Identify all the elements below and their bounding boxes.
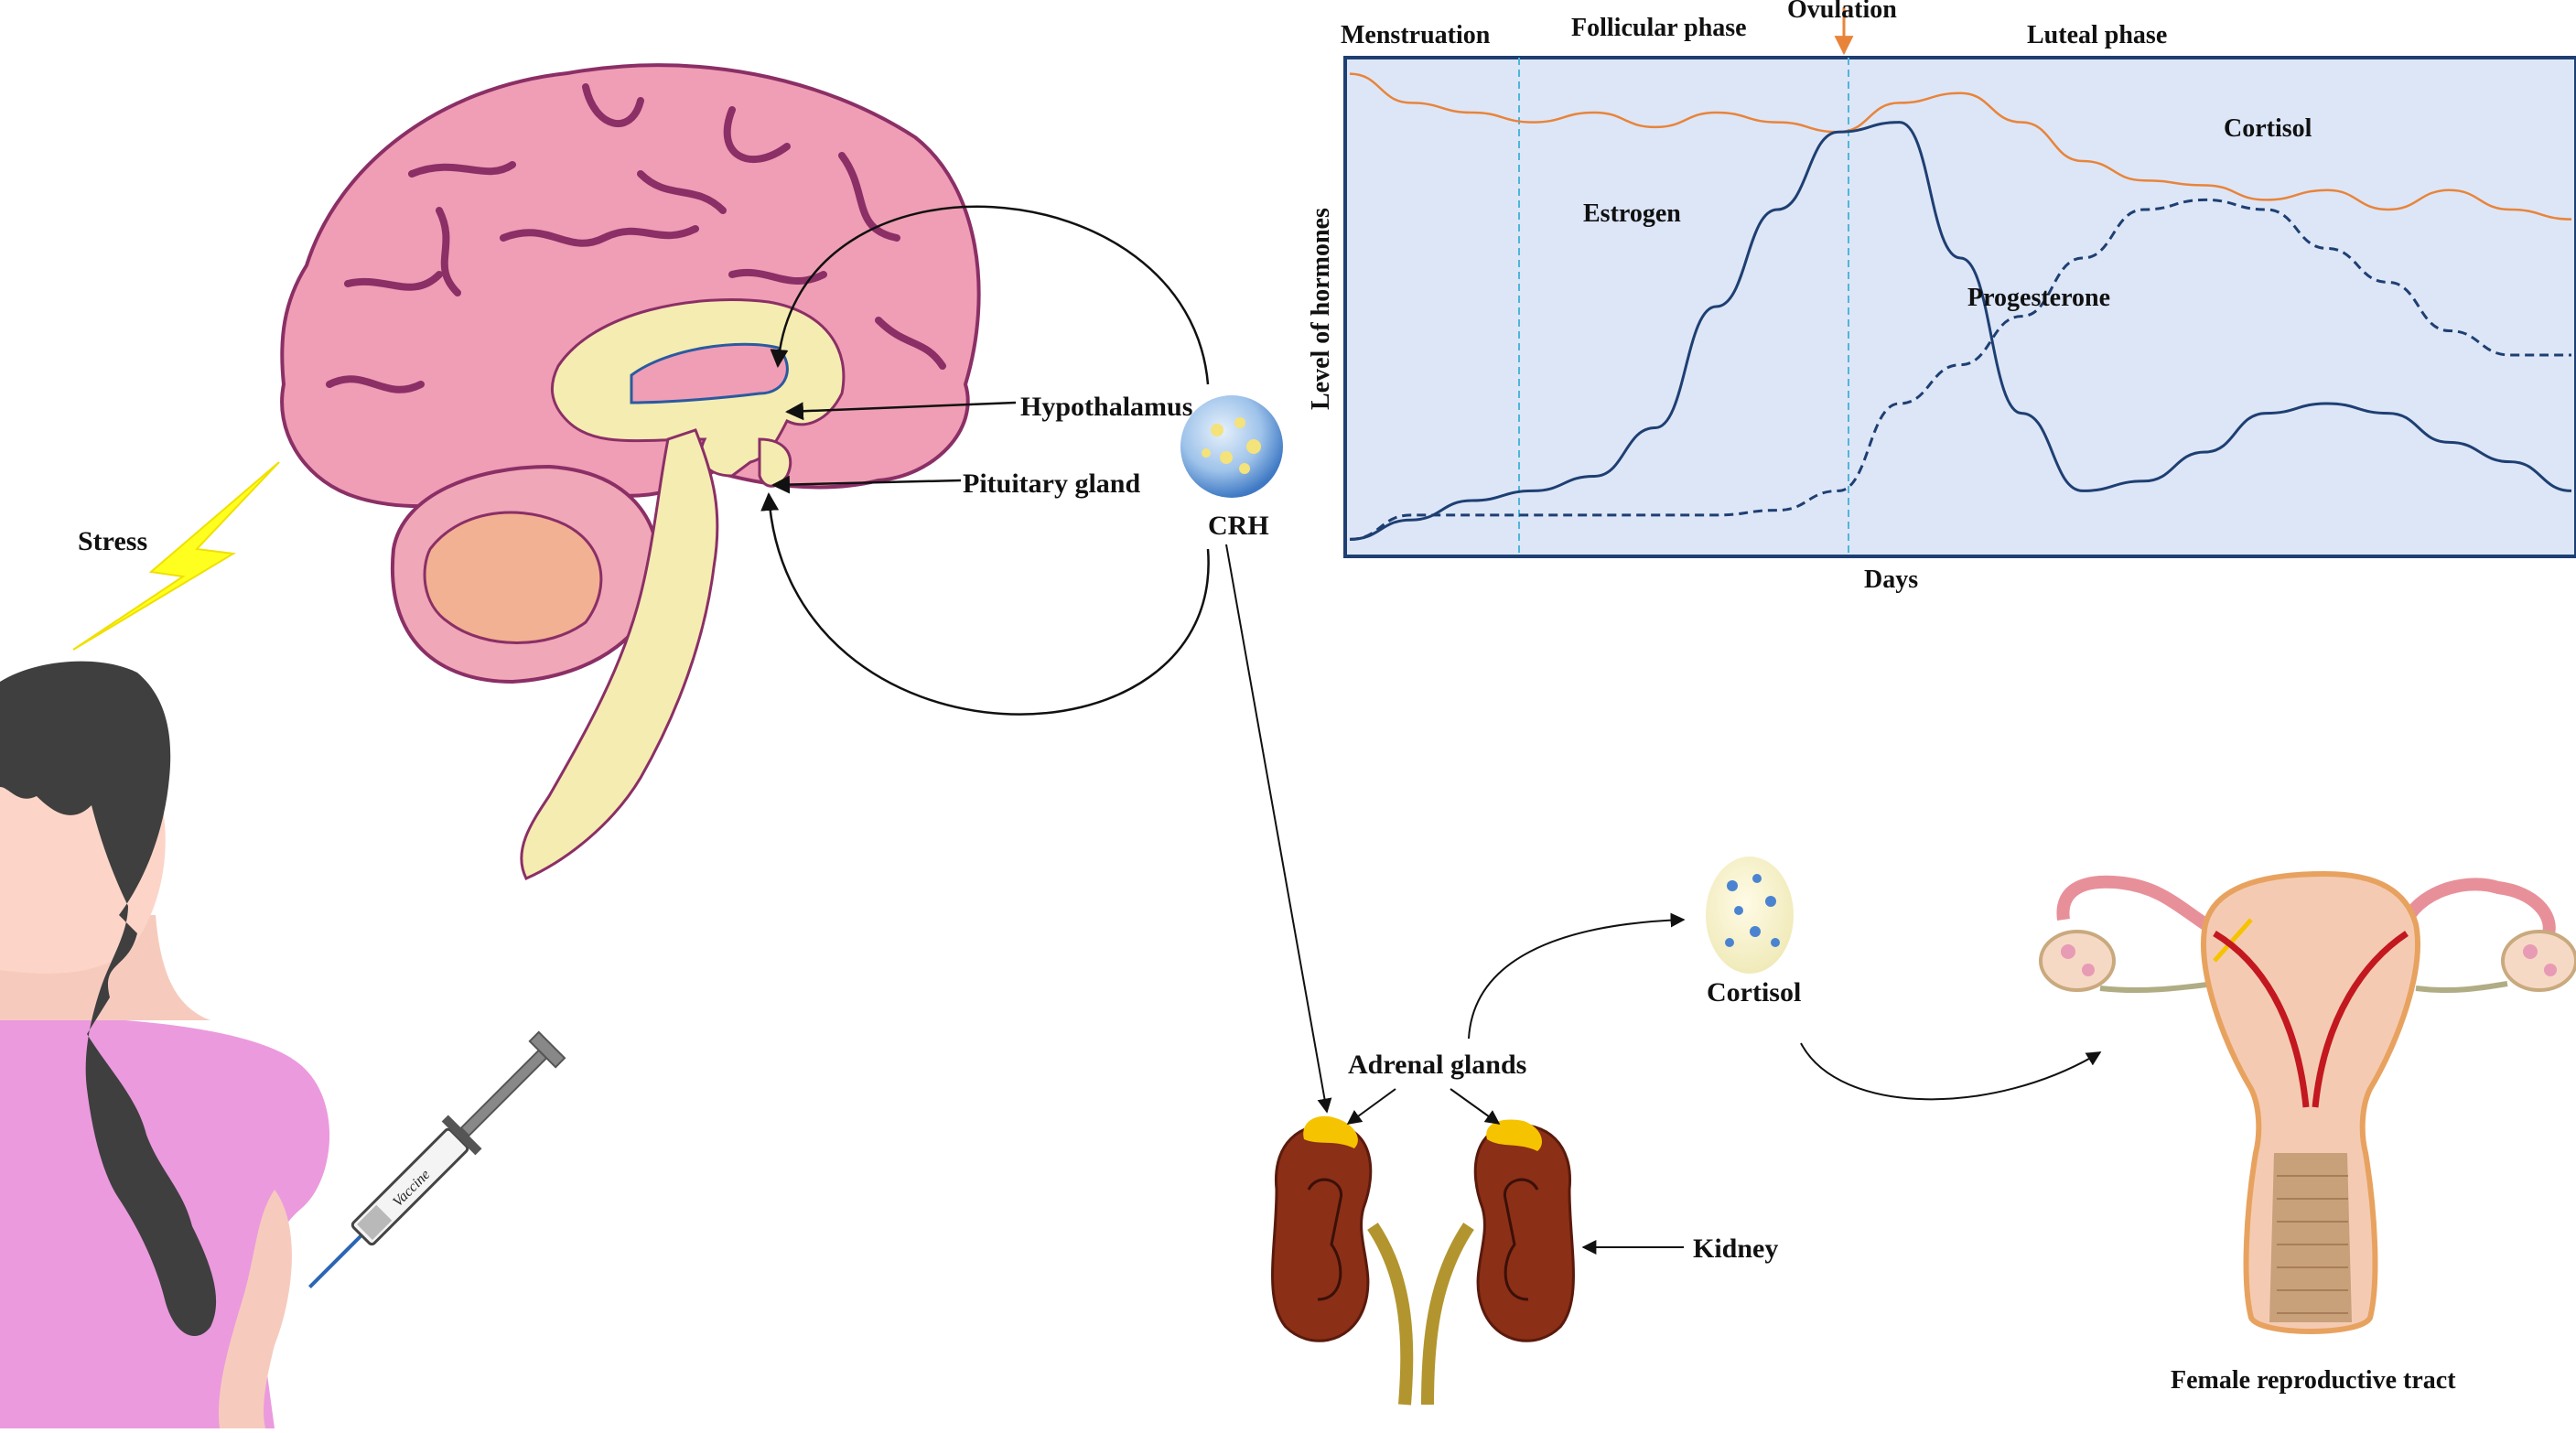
phase-luteal-label: Luteal phase [2027, 21, 2168, 49]
chart-x-axis-label: Days [1864, 566, 1919, 594]
series-progesterone-line [1349, 198, 2571, 541]
crh-sphere-icon [1180, 395, 1283, 498]
adrenal-glands-label: Adrenal glands [1348, 1050, 1527, 1080]
woman-figure [0, 661, 330, 1428]
pituitary-pointer [771, 475, 962, 494]
series-cortisol-label: Cortisol [2224, 114, 2312, 143]
crh-to-adrenal-arrow [1225, 544, 1332, 1114]
crh-label: CRH [1208, 511, 1269, 541]
stress-label: Stress [78, 526, 148, 556]
cortisol-label: Cortisol [1707, 977, 1802, 1007]
stress-bolt-icon [72, 461, 280, 651]
reproductive-tract-label: Female reproductive tract [2171, 1366, 2456, 1395]
phase-menstruation-label: Menstruation [1341, 21, 1491, 49]
kidneys-illustration [1271, 1115, 1575, 1406]
series-cortisol-line [1349, 72, 2572, 221]
cortisol-to-reproductive-arrow [1800, 1042, 2102, 1101]
vaccine-syringe-icon: Vaccine [308, 1030, 566, 1288]
pituitary-gland-label: Pituitary gland [963, 469, 1141, 499]
hypothalamus-pointer [785, 401, 1017, 421]
hypothalamus-label: Hypothalamus [1020, 392, 1193, 422]
chart-plot-area [1343, 56, 2576, 558]
feedback-loop-arrow [770, 205, 1210, 385]
cortisol-sphere-icon [1706, 857, 1794, 974]
kidney-label: Kidney [1693, 1234, 1779, 1264]
chart-series-layer [1349, 72, 2572, 541]
series-progesterone-label: Progesterone [1967, 284, 2111, 312]
adrenal-left-pointer [1346, 1088, 1396, 1125]
phase-ovulation-label: Ovulation [1787, 0, 1897, 24]
brain-illustration [280, 63, 981, 880]
feedback-loop-lower-arrow [760, 492, 1210, 716]
adrenal-right-pointer [1450, 1088, 1501, 1125]
adrenal-to-cortisol-arrow [1468, 912, 1686, 1040]
series-estrogen-line [1349, 121, 2572, 541]
hormone-chart [1343, 7, 2576, 558]
phase-follicular-label: Follicular phase [1571, 14, 1747, 42]
reproductive-tract-illustration [2039, 870, 2576, 1334]
chart-y-axis-label: Level of hormones [1307, 208, 1335, 410]
series-estrogen-label: Estrogen [1583, 199, 1681, 228]
